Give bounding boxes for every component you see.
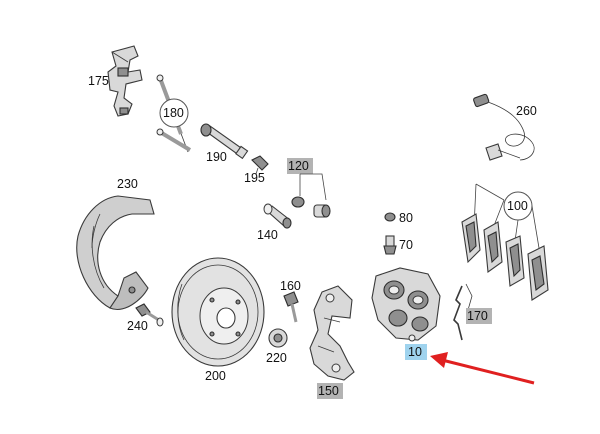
part-160-carrier-bolt[interactable]	[283, 291, 299, 323]
callout-box-170	[466, 308, 492, 324]
callout-240: 240	[127, 319, 148, 333]
callout-260: 260	[516, 104, 537, 118]
pointer-arrow	[430, 352, 535, 385]
callout-box-150	[317, 383, 343, 399]
part-230-dust-shield[interactable]	[76, 195, 155, 310]
part-190-caliper-bolt[interactable]	[200, 123, 249, 160]
callout-box-10	[405, 344, 427, 360]
callout-box-120	[287, 158, 313, 174]
callout-100: 100	[507, 199, 528, 213]
part-260-wear-sensor[interactable]	[473, 93, 535, 161]
part-10-brake-caliper[interactable]	[371, 267, 441, 342]
part-100-brake-pads[interactable]	[461, 213, 549, 301]
callout-195: 195	[244, 171, 265, 185]
callout-150: 150	[318, 384, 339, 398]
callout-200: 200	[205, 369, 226, 383]
callout-220: 220	[266, 351, 287, 365]
leader-100	[473, 183, 541, 255]
callout-175: 175	[88, 74, 109, 88]
part-80-bleeder-cap[interactable]	[384, 212, 396, 222]
part-175-retaining-clip[interactable]	[107, 45, 143, 117]
callout-180: 180	[163, 106, 184, 120]
part-170-spring-clip[interactable]	[453, 283, 473, 341]
part-140-guide-sleeve[interactable]	[263, 203, 292, 229]
callout-10: 10	[408, 345, 422, 359]
part-220-nut[interactable]	[268, 328, 288, 348]
part-70-bleeder-screw[interactable]	[383, 235, 397, 255]
part-200-brake-disc[interactable]	[171, 257, 265, 367]
callout-230: 230	[117, 177, 138, 191]
part-120-bushing[interactable]	[291, 196, 331, 218]
callout-circle-180	[159, 98, 189, 128]
callout-120: 120	[288, 159, 309, 173]
callout-160: 160	[280, 279, 301, 293]
callout-80: 80	[399, 211, 413, 225]
part-240-fixing-bolt[interactable]	[135, 303, 164, 327]
callout-70: 70	[399, 238, 413, 252]
callout-140: 140	[257, 228, 278, 242]
callout-170: 170	[467, 309, 488, 323]
leader-120	[299, 173, 327, 201]
part-195-bleed-screw[interactable]	[251, 155, 269, 175]
callout-190: 190	[206, 150, 227, 164]
part-150-caliper-bracket[interactable]	[309, 285, 355, 381]
